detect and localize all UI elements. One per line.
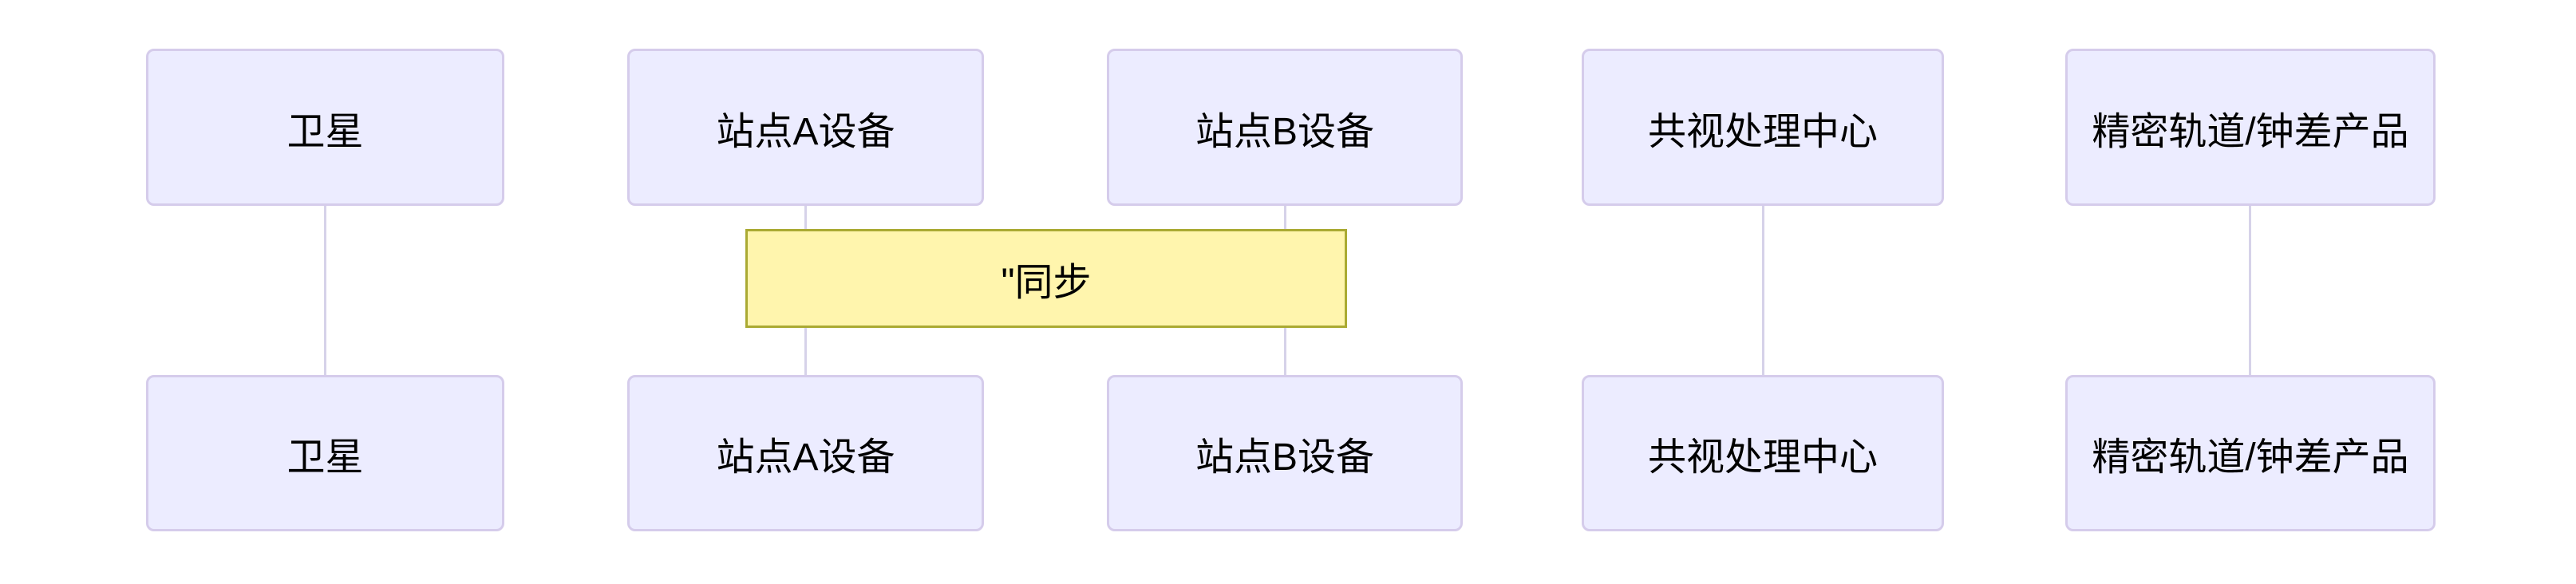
actor-satellite-bottom: 卫星: [146, 375, 504, 531]
actor-station-b-label: 站点B设备: [1195, 436, 1375, 479]
actor-satellite-top: 卫星: [146, 49, 504, 206]
lifeline-common-view-center: [1762, 206, 1764, 375]
lifeline-satellite: [324, 206, 326, 375]
actor-orbit-clock-products-bottom: 精密轨道/钟差产品: [2065, 375, 2436, 531]
actor-station-b-top: 站点B设备: [1107, 49, 1463, 206]
sync-note-label: "同步: [1001, 262, 1092, 304]
actor-station-b-label: 站点B设备: [1195, 110, 1375, 153]
actor-common-view-center-bottom: 共视处理中心: [1582, 375, 1944, 531]
lifeline-orbit-clock-products: [2249, 206, 2251, 375]
actor-common-view-center-label: 共视处理中心: [1647, 110, 1878, 153]
actor-satellite-label: 卫星: [286, 110, 364, 153]
sync-note: "同步: [745, 229, 1347, 328]
actor-station-a-label: 站点A设备: [716, 436, 895, 479]
actor-orbit-clock-products-label: 精密轨道/钟差产品: [2092, 110, 2409, 153]
actor-satellite-label: 卫星: [286, 436, 364, 479]
actor-station-a-top: 站点A设备: [627, 49, 984, 206]
actor-common-view-center-top: 共视处理中心: [1582, 49, 1944, 206]
actor-station-a-bottom: 站点A设备: [627, 375, 984, 531]
actor-orbit-clock-products-top: 精密轨道/钟差产品: [2065, 49, 2436, 206]
actor-orbit-clock-products-label: 精密轨道/钟差产品: [2092, 436, 2409, 479]
actor-station-b-bottom: 站点B设备: [1107, 375, 1463, 531]
actor-common-view-center-label: 共视处理中心: [1647, 436, 1878, 479]
actor-station-a-label: 站点A设备: [716, 110, 895, 153]
